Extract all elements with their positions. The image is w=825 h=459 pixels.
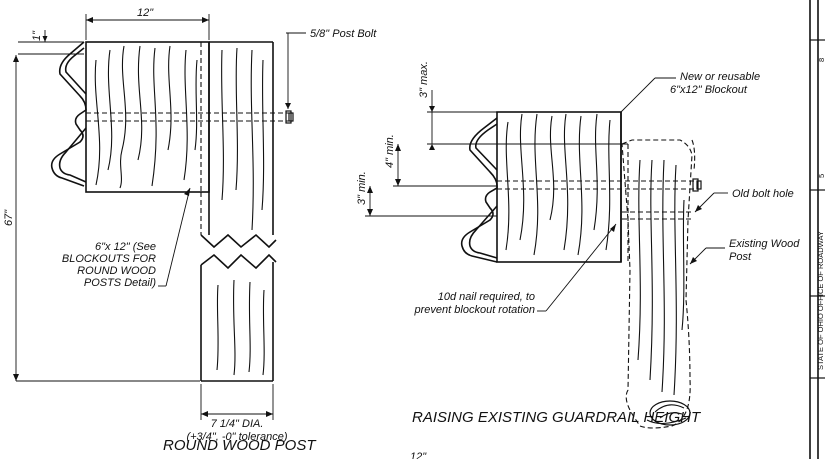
nail-note-line-2: prevent blockout rotation xyxy=(414,304,535,316)
post-diameter-label: 7 1/4" DIA. xyxy=(211,418,264,430)
title-block-mark-1: 8 xyxy=(817,58,825,62)
title-block-strip: 8 5 STATE OF OHIO OFFICE OF ROADWAY xyxy=(809,0,825,459)
existing-post-label-line-2: Post xyxy=(729,251,752,263)
nail-note-line-1: 10d nail required, to xyxy=(438,291,535,303)
old-bolt-hole-label: Old bolt hole xyxy=(732,188,794,200)
dim-3in-max-label: 3" max. xyxy=(418,61,430,98)
dim-1in-label: 1" xyxy=(31,30,43,41)
blockout-note-line-2: BLOCKOUTS FOR xyxy=(62,253,156,265)
cut-off-dimension-label: 12" xyxy=(410,451,427,459)
post-bolt-label: 5/8" Post Bolt xyxy=(310,28,377,40)
raising-guardrail-title: RAISING EXISTING GUARDRAIL HEIGHT xyxy=(412,409,702,426)
blockout-label-line-1: New or reusable xyxy=(680,71,760,83)
blockout-note-line-1: 6"x 12" (See xyxy=(95,241,156,253)
round-wood-post-detail: 12" 1" 67" xyxy=(3,7,377,454)
dim-12in-label: 12" xyxy=(137,7,154,19)
dim-3in-min-label: 3" min. xyxy=(356,171,368,205)
blockout-label-line-2: 6"x12" Blockout xyxy=(670,84,748,96)
dim-67in-label: 67" xyxy=(3,209,15,226)
title-block-mark-2: 5 xyxy=(817,174,825,178)
post-tolerance-label: (+3/4", -0" tolerance) xyxy=(186,431,287,443)
blockout-note-line-4: POSTS Detail) xyxy=(84,277,156,289)
title-block-vertical-text: STATE OF OHIO OFFICE OF ROADWAY xyxy=(816,231,825,370)
existing-post-label-line-1: Existing Wood xyxy=(729,238,800,250)
raising-guardrail-detail: 3" max. 4" min. 3" min. New or reusable … xyxy=(356,61,800,429)
round-wood-post-title: ROUND WOOD POST xyxy=(163,437,317,454)
dim-4in-min-label: 4" min. xyxy=(384,134,396,168)
blockout-note-line-3: ROUND WOOD xyxy=(77,265,156,277)
